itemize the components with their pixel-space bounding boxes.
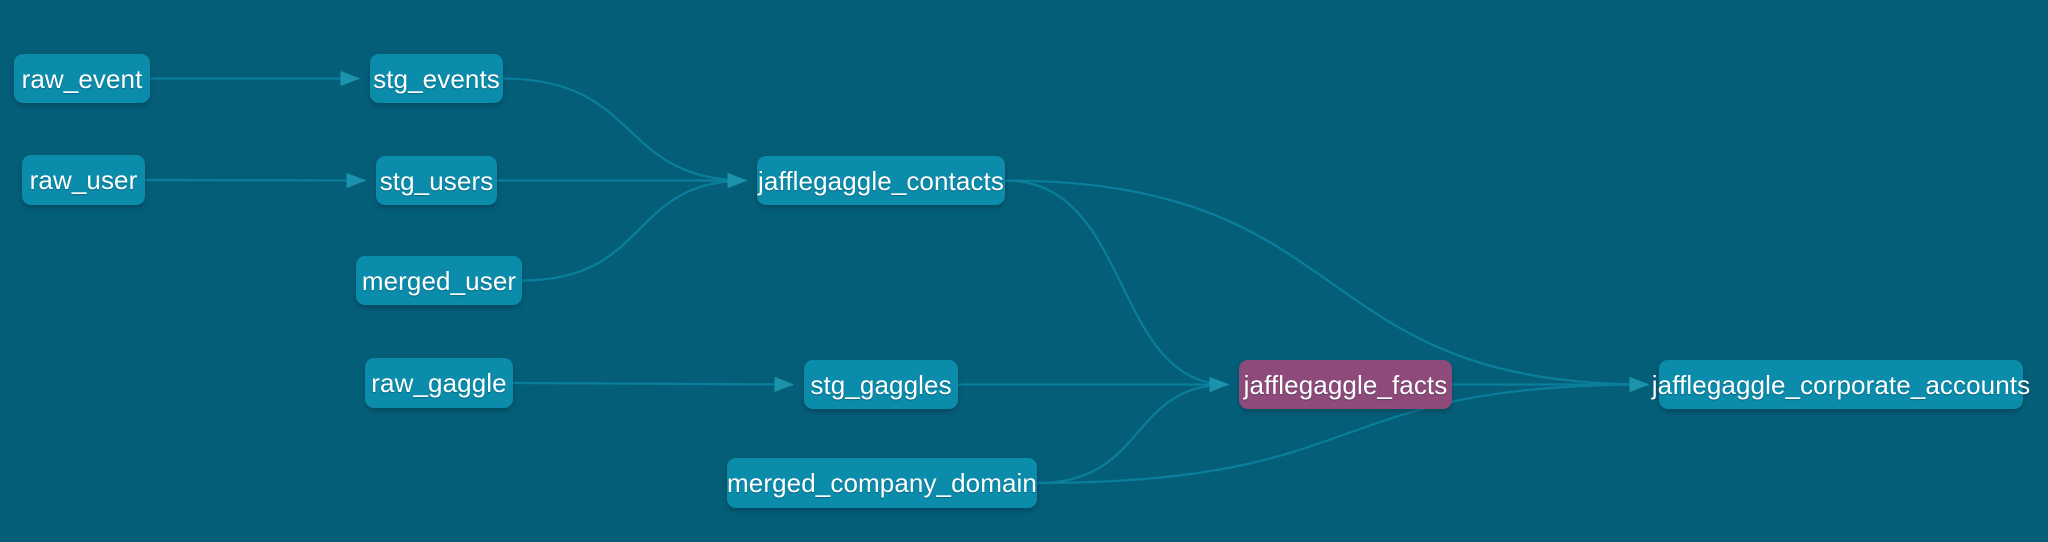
graph-edge-raw-gaggle-to-stg-gaggles [512, 376, 795, 393]
graph-node-label: jafflegaggle_facts [1243, 369, 1448, 400]
graph-edge-jafflegaggle-contacts-to-jafflegaggle-facts [1004, 179, 1230, 393]
graph-node-label: raw_gaggle [371, 368, 507, 398]
graph-node-merged-user[interactable]: merged_user [356, 256, 522, 305]
graph-node-label: stg_gaggles [810, 369, 952, 400]
graph-node-stg-events[interactable]: stg_events [370, 54, 503, 103]
graph-node-raw-event[interactable]: raw_event [14, 54, 150, 103]
graph-node-stg-gaggles[interactable]: stg_gaggles [804, 360, 958, 409]
graph-node-label: raw_user [29, 165, 138, 195]
graph-node-label: raw_event [21, 63, 143, 94]
graph-node-label: merged_company_domain [727, 468, 1037, 498]
graph-node-merged-company-domain[interactable]: merged_company_domain [727, 458, 1037, 508]
graph-node-jafflegaggle-contacts[interactable]: jafflegaggle_contacts [757, 156, 1005, 205]
graph-edge-jafflegaggle-contacts-to-jafflegaggle-corporate-accounts [1004, 179, 1650, 393]
graph-node-raw-user[interactable]: raw_user [22, 155, 145, 205]
graph-node-label: stg_users [379, 165, 494, 196]
graph-node-jafflegaggle-facts[interactable]: jafflegaggle_facts [1239, 360, 1452, 409]
graph-edge-merged-user-to-jafflegaggle-contacts [521, 172, 748, 282]
graph-node-label: stg_events [373, 63, 500, 94]
graph-node-label: merged_user [361, 265, 517, 296]
graph-edge-raw-user-to-stg-users [144, 172, 367, 189]
graph-edge-merged-company-domain-to-jafflegaggle-facts [1036, 376, 1230, 485]
graph-node-label: jafflegaggle_contacts [758, 165, 1004, 196]
graph-node-raw-gaggle[interactable]: raw_gaggle [365, 358, 513, 408]
graph-node-stg-users[interactable]: stg_users [376, 156, 497, 205]
graph-edge-stg-events-to-jafflegaggle-contacts [502, 77, 748, 189]
graph-node-label: jafflegaggle_corporate_accounts [1651, 369, 2031, 400]
graph-node-jafflegaggle-corporate-accounts[interactable]: jafflegaggle_corporate_accounts [1652, 360, 2030, 409]
